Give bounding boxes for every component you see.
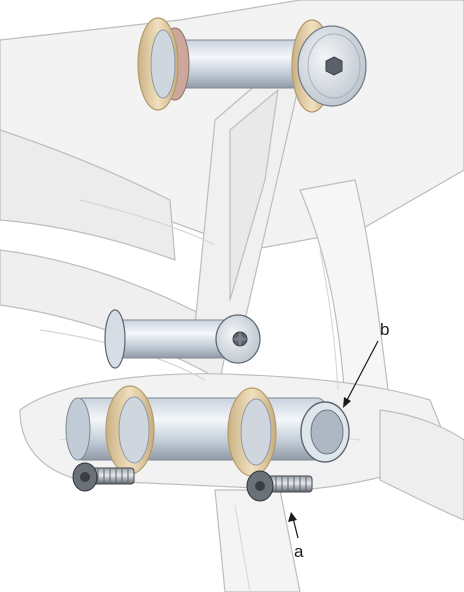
- callout-a-label: a: [294, 542, 304, 561]
- middle-pivot-bolt: [104, 309, 261, 369]
- frame-left-tube: [0, 129, 176, 261]
- lower-pivot-axle-assembly: [65, 385, 350, 477]
- callout-a-arrowhead: [288, 512, 297, 522]
- callout-b-arrowhead: [343, 397, 351, 408]
- torx-socket-icon: [232, 331, 248, 347]
- link-plate-inner: [229, 89, 279, 301]
- callout-a: a: [288, 512, 304, 561]
- left-small-bolt: [72, 462, 135, 492]
- frame-chainstay: [379, 409, 464, 521]
- right-small-bolt: [246, 470, 313, 502]
- hex-socket-icon: [325, 56, 343, 76]
- callout-b: b: [343, 320, 389, 408]
- callout-b-label: b: [380, 320, 389, 339]
- top-pivot-axle-assembly: [137, 17, 367, 113]
- frame-bottom-tube: [214, 489, 301, 592]
- middle-bolt-washer: [104, 309, 126, 369]
